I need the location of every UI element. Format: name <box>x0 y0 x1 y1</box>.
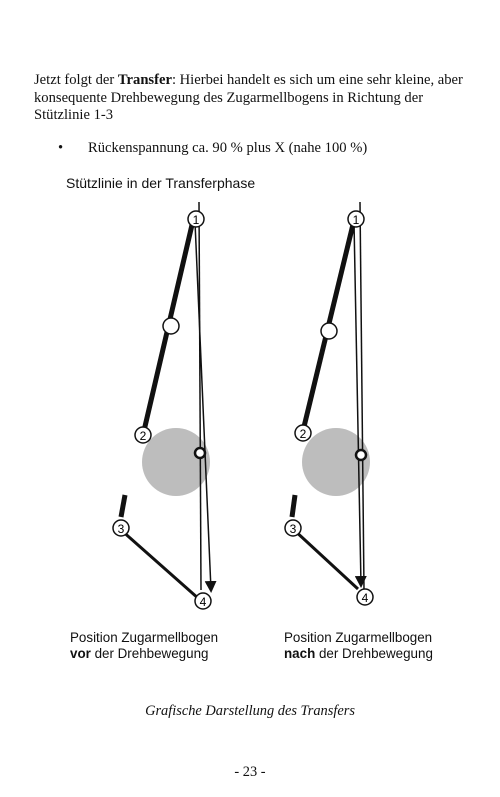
right-label-3: 3 <box>290 522 297 536</box>
intro-paragraph: Jetzt folgt der Transfer: Hierbei handel… <box>34 72 474 125</box>
figure-title: Stützlinie in der Transferphase <box>66 175 256 191</box>
right-point-3 <box>284 519 302 537</box>
bullet-text: Rückenspannung ca. 90 % plus X (nahe 100… <box>88 140 368 156</box>
right-diagram: 1 2 3 4 <box>284 201 374 606</box>
right-point-2 <box>294 424 312 442</box>
left-line-3-4 <box>119 527 200 601</box>
left-lower-line <box>118 494 128 518</box>
intro-text-start: Jetzt folgt der <box>34 72 118 88</box>
page-number: - 23 - <box>234 764 266 780</box>
right-caption-line2: nach der Drehbewegung <box>284 646 433 662</box>
right-label-2: 2 <box>300 427 307 441</box>
left-label-1: 1 <box>193 213 200 227</box>
right-middle-point <box>320 322 338 340</box>
right-elbow-point <box>354 448 368 462</box>
right-caption-bold: nach <box>284 646 316 661</box>
bullet-symbol: • <box>58 140 64 156</box>
right-caption-line1: Position Zugarmellbogen <box>284 630 433 645</box>
right-label-4: 4 <box>362 591 369 605</box>
transfer-term: Transfer <box>117 72 172 88</box>
bullet-item: • Rückenspannung ca. 90 % plus X (nahe 10… <box>58 140 367 157</box>
left-point-4 <box>194 592 212 610</box>
left-point-2 <box>134 426 152 444</box>
right-arrow <box>353 221 367 588</box>
transfer-diagram: 1 2 3 4 1 2 3 4 <box>112 201 374 610</box>
left-caption-line2: vor der Drehbewegung <box>70 646 218 662</box>
left-point-1 <box>187 210 205 228</box>
left-elbow-point <box>193 446 207 460</box>
right-caption: Position Zugarmellbogen nach der Drehbew… <box>284 630 433 662</box>
right-point-1 <box>347 210 365 228</box>
left-middle-point <box>162 317 180 335</box>
right-label-1: 1 <box>353 213 360 227</box>
right-body-circle <box>302 428 370 496</box>
left-caption-line1: Position Zugarmellbogen <box>70 630 219 645</box>
left-caption-bold: vor <box>70 646 91 661</box>
intro-text-rest: : Hierbei handelt es sich um eine sehr k… <box>34 72 463 123</box>
left-label-3: 3 <box>118 522 125 536</box>
right-caption-rest: der Drehbewegung <box>315 646 433 661</box>
left-caption: Position Zugarmellbogen vor der Drehbewe… <box>70 630 218 662</box>
left-label-4: 4 <box>200 595 207 609</box>
left-vertical-line <box>198 201 202 591</box>
left-diagram: 1 2 3 4 <box>112 201 217 610</box>
left-caption-rest: der Drehbewegung <box>90 646 209 661</box>
left-point-3 <box>112 519 130 537</box>
right-line-3-4 <box>291 527 360 591</box>
left-body-circle <box>142 428 210 496</box>
right-lower-line <box>289 494 298 518</box>
figure-caption: Grafische Darstellung des Transfers <box>145 703 355 719</box>
right-vertical-line <box>359 201 365 591</box>
left-arrow <box>194 221 217 593</box>
right-point-4 <box>356 588 374 606</box>
transfer-figure: Stützlinie in der Transferphase 1 2 3 4 <box>52 165 472 685</box>
left-label-2: 2 <box>140 429 147 443</box>
